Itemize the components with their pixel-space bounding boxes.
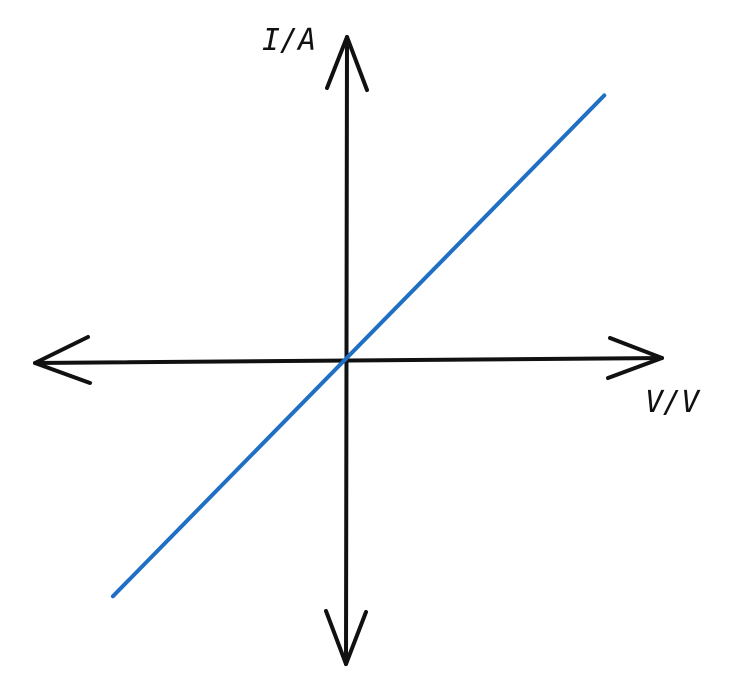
y-axis-title: I/A <box>262 23 316 58</box>
x-axis-line <box>33 356 664 365</box>
x-axis-right-arrow <box>606 336 664 380</box>
y-axis-line <box>344 35 349 666</box>
y-axis-top-arrow <box>325 35 369 92</box>
series-line-1 <box>110 93 607 599</box>
x-axis-left-arrow <box>33 335 92 385</box>
series-group <box>110 93 607 599</box>
y-axis-bottom-arrow <box>324 609 368 666</box>
x-axis-title: V/V <box>645 385 701 420</box>
